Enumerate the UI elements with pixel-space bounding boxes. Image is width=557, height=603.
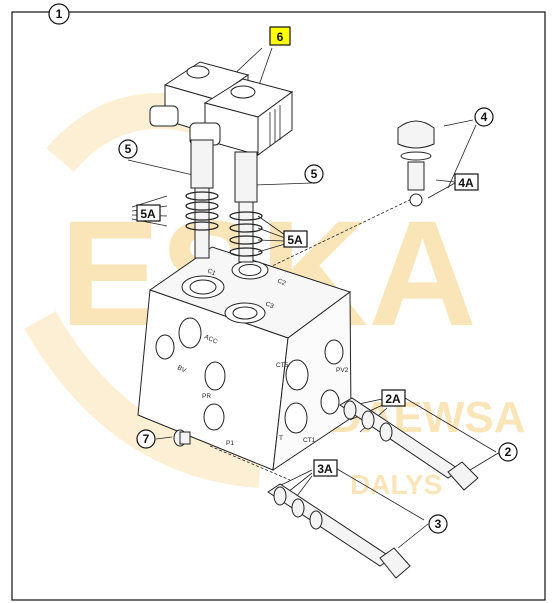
callout-7-label: 7 <box>143 432 150 446</box>
port-label-ct5: CT5 <box>276 362 289 369</box>
callout-5-left-label: 5 <box>125 142 132 156</box>
port-label-ct1: CT1 <box>303 437 316 444</box>
port-label-bv: BV <box>176 364 187 374</box>
callout-2: 2 <box>498 442 518 462</box>
cartridge-part-2 <box>339 397 479 491</box>
port-label-pr: PR <box>202 393 211 400</box>
watermark-small-text-2: DALYS <box>350 469 442 500</box>
callout-5a-right: 5A <box>283 230 308 248</box>
callout-4: 4 <box>474 107 494 127</box>
callout-5-left: 5 <box>118 139 138 159</box>
port-label-c3: C3 <box>264 300 275 310</box>
callout-2a-label: 2A <box>385 392 401 406</box>
manifold-block <box>137 246 352 472</box>
callout-5-right-label: 5 <box>311 167 318 181</box>
plug-part-7 <box>173 429 191 447</box>
solenoid-coils <box>149 61 294 156</box>
port-label-p1: P1 <box>226 440 234 447</box>
callout-3-label: 3 <box>435 517 442 531</box>
port-label-pv2: PV2 <box>336 367 349 374</box>
port-label-c2: C2 <box>276 277 287 287</box>
callout-1-label: 1 <box>56 7 63 21</box>
callout-1: 1 <box>48 3 70 25</box>
callout-3a: 3A <box>313 459 338 477</box>
coil-connector-ribs <box>269 105 281 146</box>
cartridge-part-3 <box>267 483 411 579</box>
diagram-frame <box>11 11 546 601</box>
callout-4-label: 4 <box>481 110 488 124</box>
callout-5a-left-label: 5A <box>140 207 156 221</box>
callout-4a-label: 4A <box>458 176 474 190</box>
callout-6-highlight <box>269 26 291 46</box>
callout-4a: 4A <box>454 173 479 191</box>
callout-2a: 2A <box>381 389 406 407</box>
callout-2-label: 2 <box>505 445 512 459</box>
port-label-c1: C1 <box>206 267 217 277</box>
callout-7: 7 <box>136 429 156 449</box>
callout-5-right: 5 <box>304 164 324 184</box>
callout-5a-left: 5A <box>136 204 161 222</box>
leader-lines <box>127 47 501 549</box>
callout-6-label: 6 <box>277 30 284 44</box>
callout-3a-label: 3A <box>317 462 333 476</box>
callout-6: 6 <box>269 26 291 46</box>
seal-rings-5a <box>185 191 263 257</box>
callout-5a-right-label: 5A <box>287 233 303 247</box>
callout-3: 3 <box>428 514 448 534</box>
plug-part-4 <box>397 120 435 207</box>
port-label-t: T <box>279 435 283 442</box>
